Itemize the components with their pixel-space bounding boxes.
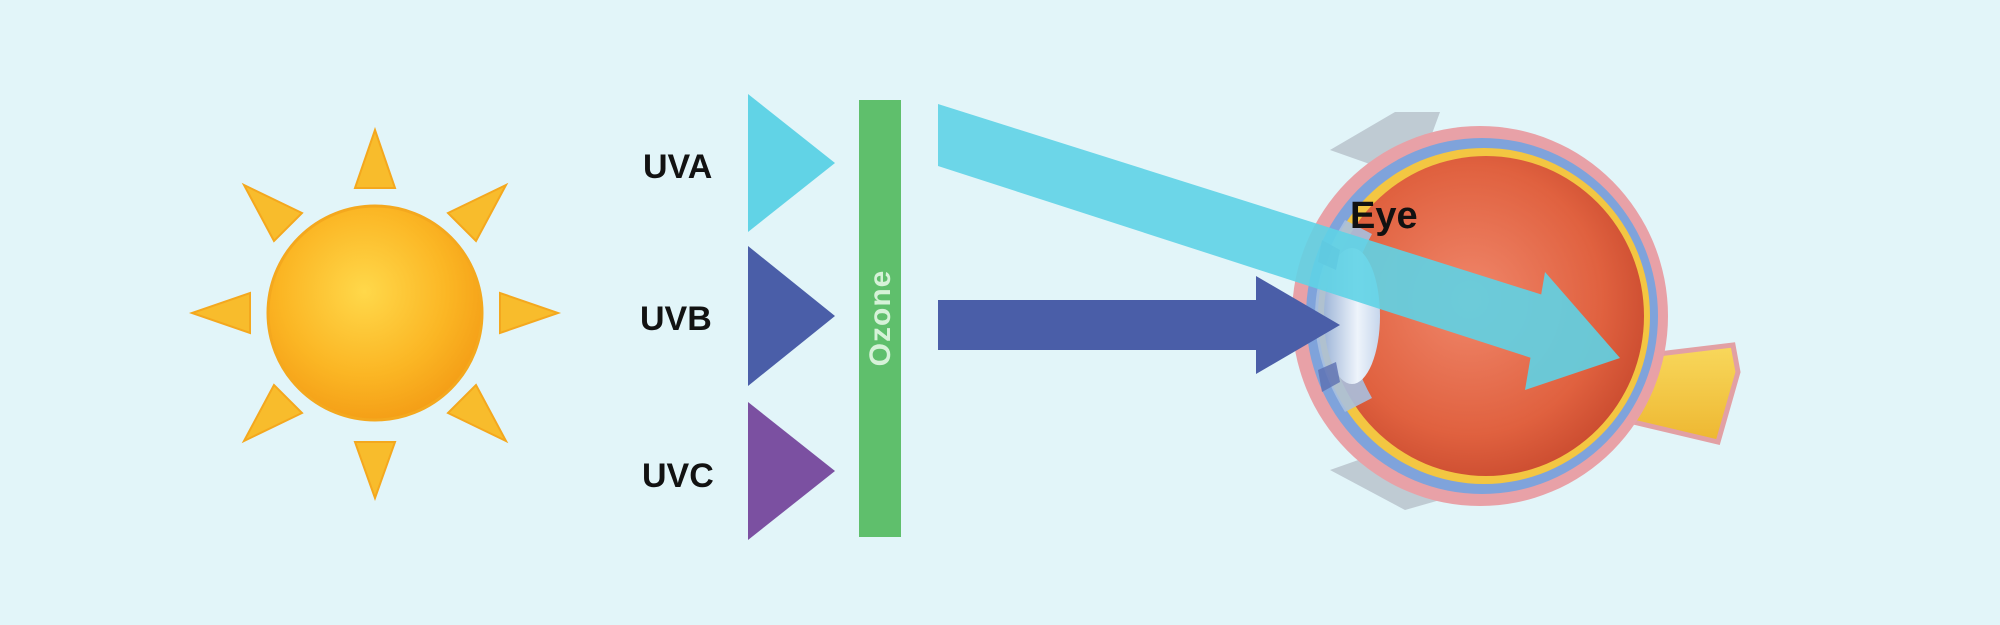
ozone-label: Ozone bbox=[864, 270, 897, 367]
sun-ray-top-left bbox=[241, 182, 304, 243]
uvb-beam-head-icon bbox=[1256, 276, 1340, 374]
sun-ray-bottom bbox=[353, 441, 397, 501]
sun-core bbox=[266, 204, 484, 422]
uvb-beam-shaft bbox=[938, 300, 1256, 350]
uva-label: UVA bbox=[643, 148, 712, 186]
uva-beam-head-icon bbox=[1525, 272, 1620, 390]
sun-ray-top-right bbox=[446, 182, 509, 243]
uvc-arrow-icon bbox=[748, 402, 835, 540]
ozone-layer bbox=[859, 100, 901, 537]
uva-arrow-icon bbox=[748, 94, 835, 232]
sun-ray-left bbox=[188, 291, 251, 335]
uva-beam-shaft bbox=[938, 104, 1565, 364]
sun-icon bbox=[188, 126, 562, 501]
sun-ray-top bbox=[353, 126, 397, 189]
sun-ray-bottom-left bbox=[241, 383, 304, 444]
uvc-label: UVC bbox=[642, 457, 714, 495]
sun-rays bbox=[188, 126, 562, 501]
sun-ray-right bbox=[499, 291, 562, 335]
eye-label: Eye bbox=[1350, 195, 1418, 237]
uvb-beam bbox=[938, 276, 1340, 374]
uvb-arrow-icon bbox=[748, 246, 835, 386]
sun-ray-bottom-right bbox=[446, 383, 509, 444]
eyelid-shadow bbox=[1330, 112, 1440, 510]
uva-beam bbox=[938, 104, 1620, 390]
uvb-label: UVB bbox=[640, 300, 712, 338]
